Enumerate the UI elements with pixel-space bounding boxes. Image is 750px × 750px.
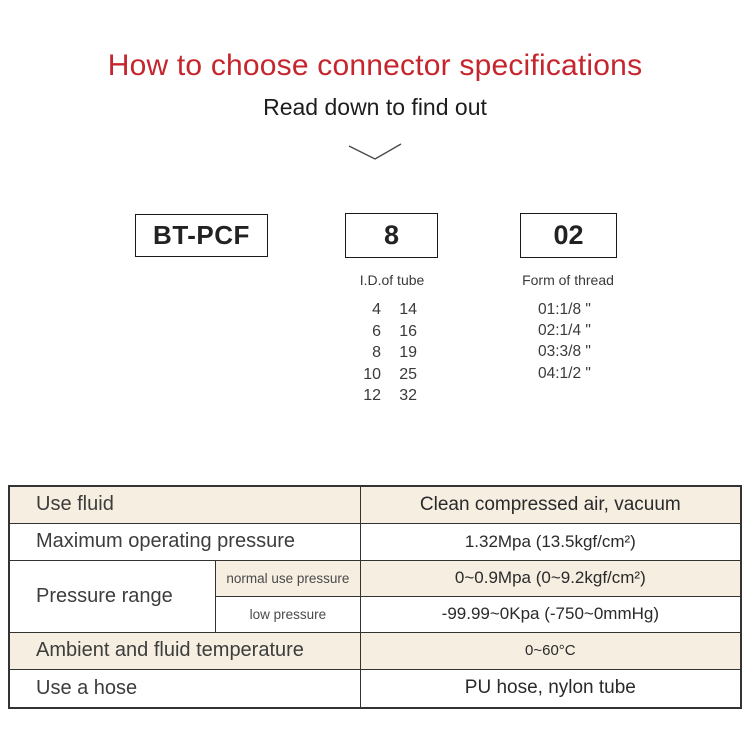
tube-id-heading: I.D.of tube [359, 272, 425, 288]
thread-options-list: 01:1/8 " 02:1/4 " 03:3/8 " 04:1/2 " [538, 299, 591, 384]
tube-id-value: 8 [372, 344, 381, 361]
chevron-down-icon [348, 143, 402, 160]
table-row: Pressure range normal use pressure 0~0.9… [8, 559, 742, 633]
table-row: Maximum operating pressure 1.32Mpa (13.5… [8, 522, 742, 561]
model-segment-thread: 02 [520, 213, 617, 258]
spec-label: Maximum operating pressure [8, 522, 361, 561]
tube-id-table: 4 14 6 16 8 19 10 25 12 32 [350, 299, 417, 407]
tube-id-value: 10 [363, 365, 381, 383]
spec-sub-label: normal use pressure [215, 559, 361, 597]
tube-od-value: 32 [399, 387, 417, 404]
thread-option: 01:1/8 " [538, 301, 591, 318]
spec-table: Use fluid Clean compressed air, vacuum M… [8, 485, 742, 709]
spec-value: Clean compressed air, vacuum [359, 485, 742, 524]
tube-id-row: 8 19 [350, 342, 417, 364]
tube-id-row: 10 25 [350, 364, 417, 386]
model-segment-prefix: BT-PCF [135, 214, 268, 257]
spec-value: -99.99~0Kpa (-750~0mmHg) [359, 595, 742, 633]
spec-label: Ambient and fluid temperature [8, 631, 361, 670]
tube-id-value: 12 [363, 387, 381, 404]
tube-id-row: 4 14 [350, 299, 417, 321]
thread-heading: Form of thread [522, 272, 614, 288]
table-row: low pressure -99.99~0Kpa (-750~0mmHg) [9, 595, 742, 633]
page-title: How to choose connector specifications [107, 49, 643, 82]
table-row: Use a hose PU hose, nylon tube [8, 668, 742, 709]
tube-od-value: 14 [399, 301, 417, 318]
model-segment-tube-id: 8 [345, 213, 438, 258]
tube-id-value: 4 [372, 301, 381, 318]
spec-value: 0~60°C [359, 631, 742, 670]
table-row: Ambient and fluid temperature 0~60°C [8, 631, 742, 670]
table-row: Use fluid Clean compressed air, vacuum [8, 485, 742, 524]
tube-od-value: 25 [399, 365, 417, 383]
spec-sub-label: low pressure [215, 595, 361, 633]
spec-label: Use a hose [8, 668, 361, 709]
spec-value: PU hose, nylon tube [359, 668, 742, 709]
spec-label: Pressure range [8, 559, 217, 633]
thread-option: 03:3/8 " [538, 343, 591, 361]
tube-od-value: 16 [399, 322, 417, 340]
tube-id-value: 6 [372, 322, 381, 340]
tube-id-row: 12 32 [350, 385, 417, 407]
tube-id-row: 6 16 [350, 321, 417, 343]
spec-value: 1.32Mpa (13.5kgf/cm²) [359, 522, 742, 561]
page-subtitle: Read down to find out [263, 94, 487, 120]
thread-option: 04:1/2 " [538, 364, 591, 382]
tube-od-value: 19 [399, 344, 417, 361]
spec-value: 0~0.9Mpa (0~9.2kgf/cm²) [359, 559, 742, 597]
spec-label: Use fluid [8, 485, 361, 524]
thread-option: 02:1/4 " [538, 322, 591, 340]
